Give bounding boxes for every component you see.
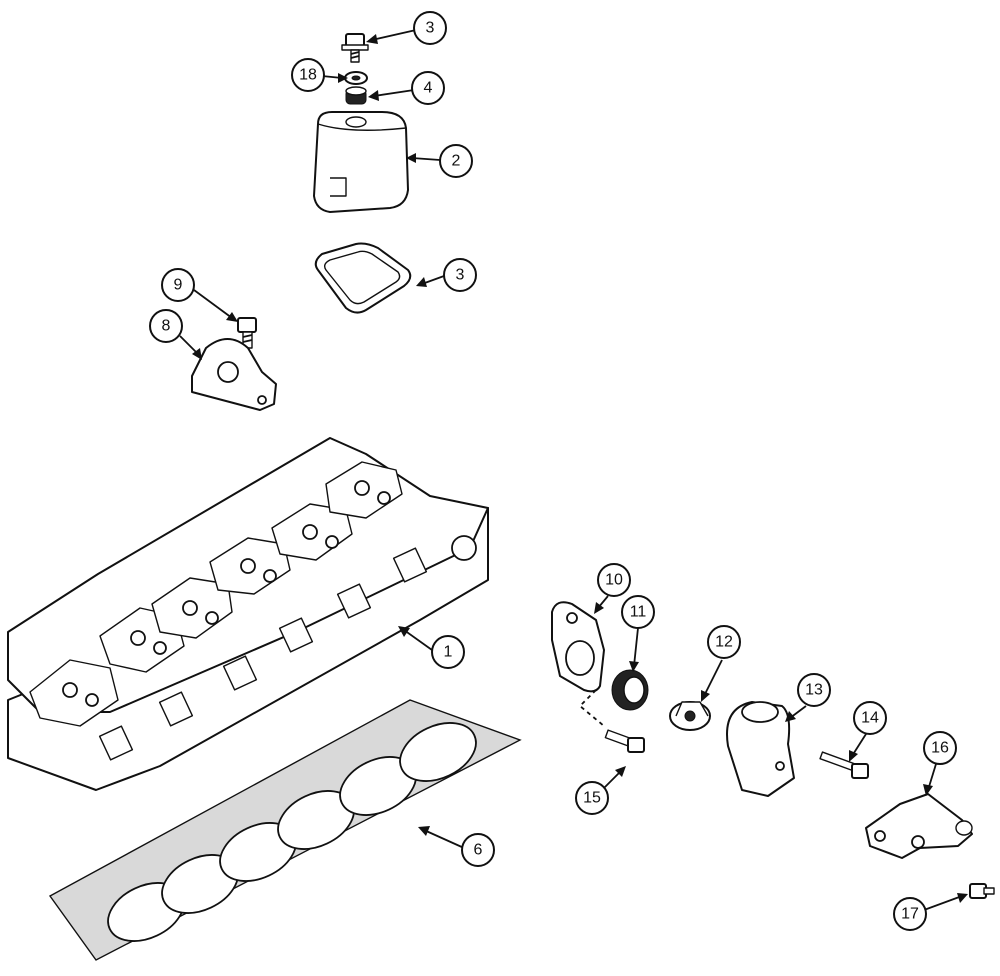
- callout-6-label: 6: [474, 842, 483, 859]
- callout-18: 18: [291, 58, 325, 92]
- part-2-valve-cover: [313, 111, 409, 213]
- callout-2: 2: [439, 144, 473, 178]
- part-13-thermostat-housing: [726, 701, 795, 797]
- part-10-housing-gasket: [551, 601, 605, 727]
- leader-lines: [179, 29, 968, 911]
- callout-12-label: 12: [715, 634, 733, 651]
- callout-5: 3: [413, 11, 447, 45]
- callout-11-label: 11: [630, 604, 647, 621]
- callout-3-label: 3: [456, 267, 465, 284]
- callout-18-label: 18: [299, 67, 317, 84]
- callout-17-label: 17: [901, 906, 919, 923]
- callout-3: 3: [443, 258, 477, 292]
- part-14-bolt: [819, 751, 869, 779]
- part-12-thermostat: [669, 701, 711, 731]
- part-6-head-gasket: [48, 699, 522, 961]
- callout-15-label: 15: [583, 790, 601, 807]
- part-1-cylinder-head: [7, 437, 489, 791]
- part-17-bolt: [969, 883, 995, 899]
- callout-4: 4: [411, 71, 445, 105]
- callout-10-label: 10: [605, 572, 623, 589]
- part-11-seal: [611, 669, 649, 711]
- callout-6: 6: [461, 833, 495, 867]
- callout-10: 10: [597, 563, 631, 597]
- part-5-bolt: [341, 33, 369, 63]
- callout-1: 1: [431, 635, 465, 669]
- callout-14-label: 14: [861, 710, 879, 727]
- callout-5-label: 3: [426, 20, 435, 37]
- callout-9-label: 9: [174, 277, 183, 294]
- callout-15: 15: [575, 781, 609, 815]
- callout-1-label: 1: [444, 644, 453, 661]
- callout-12: 12: [707, 625, 741, 659]
- part-16-bracket: [865, 793, 973, 859]
- callout-4-label: 4: [424, 80, 433, 97]
- callout-14: 14: [853, 701, 887, 735]
- callout-8: 8: [149, 309, 183, 343]
- part-15-bolt: [604, 729, 645, 753]
- callout-16: 16: [923, 731, 957, 765]
- part-3-gasket: [314, 242, 412, 314]
- callout-9: 9: [161, 268, 195, 302]
- part-8-lifting-bracket: [191, 338, 277, 411]
- callout-17: 17: [893, 897, 927, 931]
- part-9-bolt: [237, 317, 257, 349]
- callout-11: 11: [621, 595, 655, 629]
- callout-13-label: 13: [805, 682, 823, 699]
- callout-13: 13: [797, 673, 831, 707]
- callout-16-label: 16: [931, 740, 949, 757]
- callout-8-label: 8: [162, 318, 171, 335]
- part-18-washer: [344, 71, 368, 85]
- part-4-grommet: [345, 86, 367, 105]
- callout-2-label: 2: [452, 153, 461, 170]
